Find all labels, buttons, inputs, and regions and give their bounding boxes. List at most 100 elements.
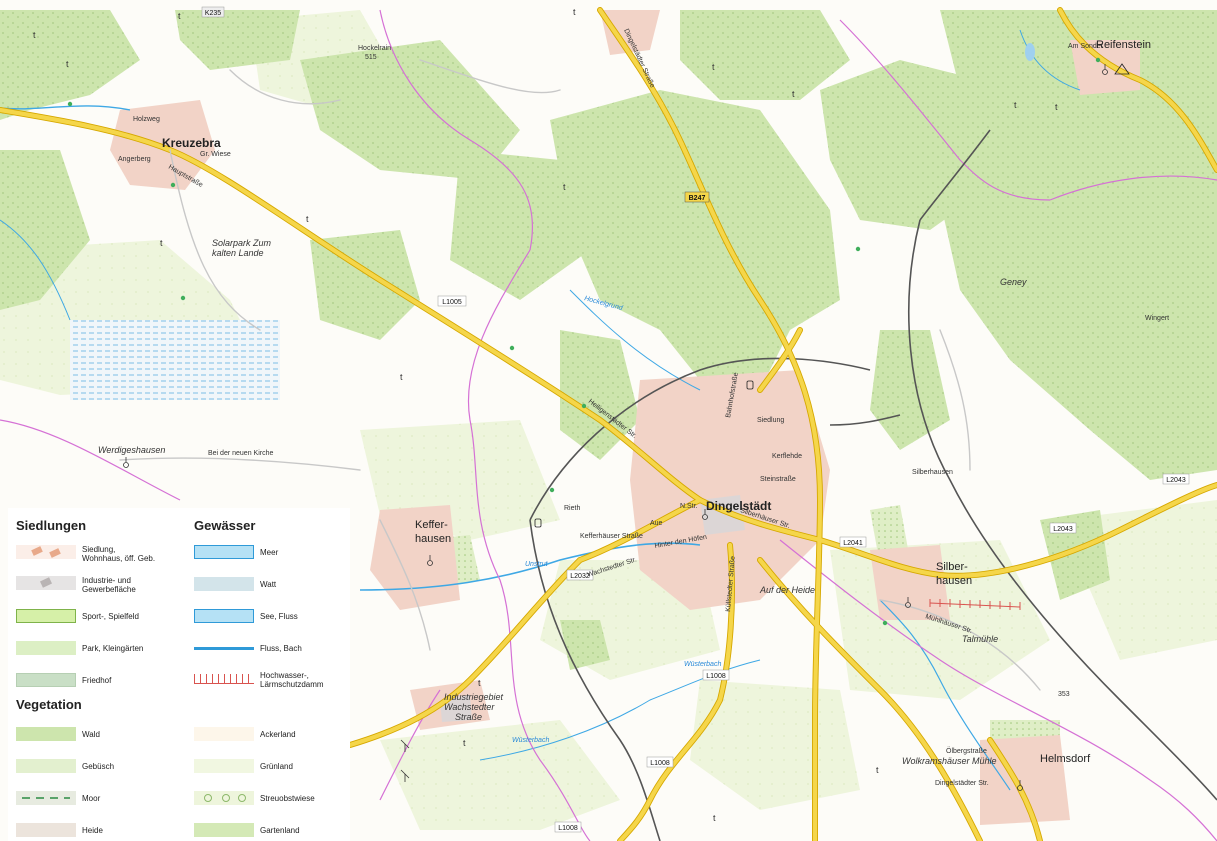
church-icon	[702, 509, 708, 520]
roads	[0, 7, 1217, 841]
legend-heading-waters: Gewässer	[194, 518, 256, 533]
legend-label-moor: Moor	[82, 794, 101, 803]
church-icon	[1017, 780, 1023, 791]
legend-swatch-fluss	[194, 647, 254, 650]
place-geney: Geney	[1000, 277, 1027, 287]
legend-label-fluss: Fluss, Bach	[260, 644, 302, 653]
place-solarpark-2: kalten Lande	[212, 248, 264, 258]
svg-text:t: t	[1055, 102, 1058, 112]
legend-swatch-park	[16, 641, 76, 655]
legend-swatch-sport	[16, 609, 76, 623]
legend-label-wald: Wald	[82, 730, 100, 739]
road-label-b247: B247	[689, 195, 706, 202]
legend-item-see: See, Fluss	[194, 609, 344, 627]
place-silberhausen-2: hausen	[936, 575, 972, 587]
place-industriegebiet-1: Industriegebiet	[444, 692, 504, 702]
svg-text:t: t	[306, 214, 309, 224]
road-label-k235: K235	[205, 10, 221, 17]
noise-barrier	[929, 599, 1021, 610]
svg-text:t: t	[792, 89, 795, 99]
legend-label-ackerland: Ackerland	[260, 730, 296, 739]
legend-label-meer: Meer	[260, 548, 279, 557]
place-silberhausen-1: Silber-	[936, 561, 968, 573]
church-icon	[427, 555, 433, 566]
place-helmsdorf: Helmsdorf	[1040, 753, 1091, 765]
map-legend: Siedlungen Gewässer Siedlung, Wohnhaus, …	[8, 508, 350, 841]
legend-swatch-damm	[194, 674, 254, 684]
legend-swatch-gartenland	[194, 823, 254, 837]
road-label-l1005: L1005	[442, 299, 462, 306]
legend-label-sport: Sport-, Spielfeld	[82, 612, 139, 621]
legend-label-streuobst: Streuobstwiese	[260, 794, 315, 803]
street-oelbergstrasse: Ölbergstraße	[946, 747, 987, 755]
legend-item-meer: Meer	[194, 545, 344, 563]
legend-item-moor: Moor	[16, 791, 176, 809]
road-label-l2043b: L2043	[1053, 526, 1073, 533]
legend-item-ackerland: Ackerland	[194, 727, 344, 745]
viewpoint-markers	[67, 57, 1101, 626]
water-wuesterbach-2: Wüsterbach	[512, 737, 549, 744]
street-rieth: Rieth	[564, 505, 580, 512]
place-werdigeshausen: Werdigeshausen	[98, 445, 165, 455]
svg-text:t: t	[463, 738, 466, 748]
legend-label-industrie: Industrie- und Gewerbefläche	[82, 576, 136, 594]
legend-swatch-siedlung	[16, 545, 76, 559]
street-angerberg: Angerberg	[118, 156, 151, 163]
street-kuellstedter: Küllstedter Straße	[725, 556, 737, 613]
street-steinstrasse: Steinstraße	[760, 476, 796, 483]
pond	[1025, 43, 1035, 61]
legend-heading-vegetation: Vegetation	[16, 697, 82, 712]
legend-label-gebuesch: Gebüsch	[82, 762, 115, 771]
water-unstrut: Unstrut	[525, 561, 549, 568]
street-siedlung: Siedlung	[757, 417, 784, 424]
svg-text:t: t	[178, 11, 181, 21]
legend-swatch-streuobst	[194, 791, 254, 805]
svg-text:t: t	[712, 62, 715, 72]
legend-label-gruenland: Grünland	[260, 762, 293, 771]
place-auf-der-heide: Auf der Heide	[759, 585, 815, 595]
station-icon	[534, 518, 542, 528]
legend-swatch-see	[194, 609, 254, 623]
legend-swatch-industrie	[16, 576, 76, 590]
legend-label-gartenland: Gartenland	[260, 826, 300, 835]
legend-label-heide: Heide	[82, 826, 103, 835]
church-icon	[123, 457, 129, 468]
road-label-l2032: L2032	[570, 573, 590, 580]
legend-swatch-ackerland	[194, 727, 254, 741]
road-label-l2043a: L2043	[1166, 477, 1186, 484]
place-bei-der-neuen-kirche: Bei der neuen Kirche	[208, 450, 273, 457]
legend-item-gartenland: Gartenland	[194, 823, 344, 841]
legend-item-gruenland: Grünland	[194, 759, 344, 777]
road-label-l2041: L2041	[843, 540, 863, 547]
place-solarpark-1: Solarpark Zum	[212, 238, 272, 248]
survey-triangle-icon	[1114, 63, 1130, 75]
church-icon	[1102, 64, 1108, 75]
place-wolkramshaeuser-muehle: Wolkramshäuser Mühle	[902, 756, 997, 766]
legend-swatch-heide	[16, 823, 76, 837]
legend-label-damm: Hochwasser-, Lärmschutzdamm	[260, 671, 324, 689]
place-industriegebiet-3: Straße	[455, 712, 482, 722]
street-am-sonder: Am Sonder	[1068, 43, 1104, 50]
legend-swatch-gruenland	[194, 759, 254, 773]
admin-boundaries	[0, 9, 1217, 841]
legend-label-friedhof: Friedhof	[82, 676, 112, 685]
place-kreuzebra: Kreuzebra	[162, 136, 221, 150]
settlement-areas	[110, 10, 1140, 825]
place-hockelrain-elevation: 515	[365, 54, 377, 61]
road-reference-labels: K235 B247 L1005 L2041 L2043 L2043 L2032 …	[201, 6, 1190, 833]
legend-label-siedlung: Siedlung, Wohnhaus, öff. Geb.	[82, 545, 156, 563]
legend-label-see: See, Fluss	[260, 612, 298, 621]
svg-text:t: t	[66, 59, 69, 69]
legend-label-watt: Watt	[260, 580, 277, 589]
place-silberhausen-station: Silberhausen	[912, 469, 953, 476]
legend-item-industrie: Industrie- und Gewerbefläche	[16, 576, 176, 594]
svg-text:t: t	[478, 678, 481, 688]
svg-text:t: t	[160, 238, 163, 248]
legend-item-gebuesch: Gebüsch	[16, 759, 176, 777]
church-icon	[905, 597, 911, 608]
street-dingelstaedter-str: Dingelstädter Str.	[935, 780, 989, 787]
street-kefferhaeuser: Kefferhäuser Straße	[580, 533, 643, 540]
legend-item-damm: Hochwasser-, Lärmschutzdamm	[194, 671, 344, 689]
